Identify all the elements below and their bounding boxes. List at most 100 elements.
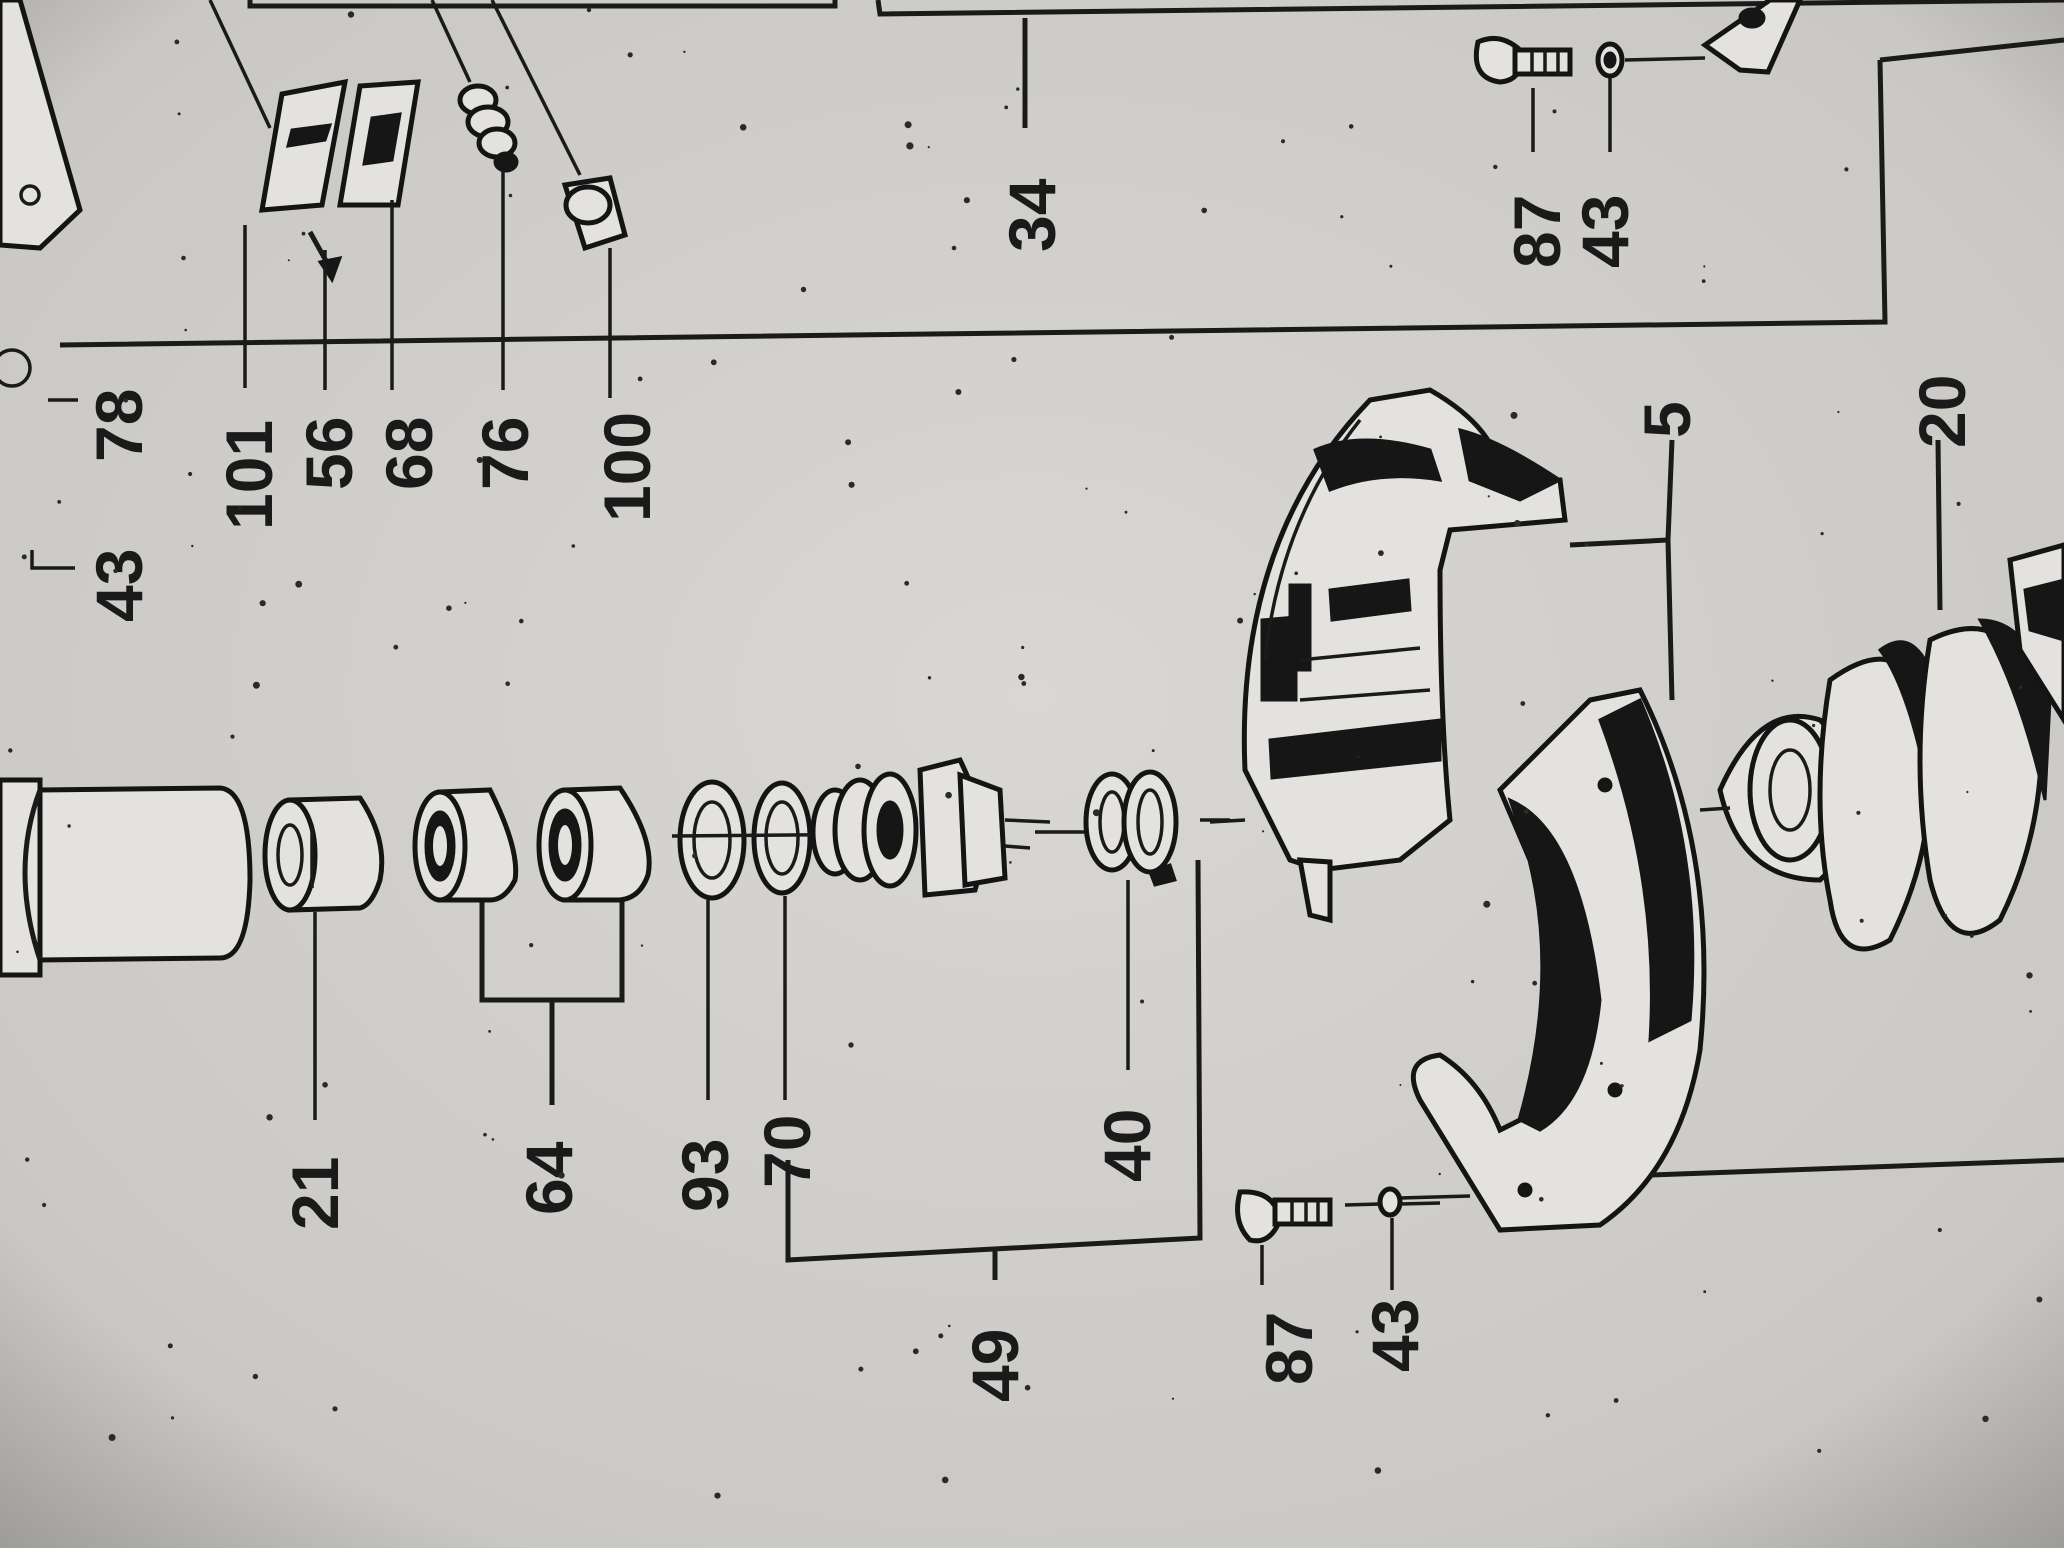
speck [692, 853, 698, 859]
label-21: 21 [278, 1157, 352, 1230]
speck [904, 121, 912, 129]
label-93: 93 [668, 1139, 742, 1212]
washer-93 [677, 779, 747, 1100]
label-87-top: 87 [1500, 195, 1574, 268]
label-87-bottom: 87 [1252, 1312, 1326, 1385]
fitting-76 [430, 0, 519, 390]
speck [739, 124, 747, 131]
speck [1018, 673, 1025, 681]
label-20: 20 [1905, 375, 1979, 448]
speck [1701, 279, 1706, 283]
speck [586, 7, 592, 13]
paper-specks [8, 7, 2043, 1499]
speck [301, 231, 306, 236]
speck [683, 50, 686, 53]
bracket-49 [785, 859, 1203, 1280]
speck [1470, 979, 1475, 984]
label-78: 78 [82, 389, 156, 462]
speck [332, 1406, 338, 1412]
speck [1021, 645, 1025, 650]
speck [519, 618, 524, 624]
speck [123, 398, 129, 403]
label-49: 49 [958, 1329, 1032, 1402]
speck [1253, 592, 1256, 596]
speck [529, 943, 534, 948]
speck [1357, 755, 1360, 758]
speck [1355, 1330, 1359, 1334]
speck [505, 85, 510, 90]
speck [1513, 520, 1521, 527]
speck [927, 146, 930, 149]
speck [8, 748, 13, 753]
speck [1004, 105, 1009, 110]
speck [1937, 1227, 1942, 1233]
speck [714, 1492, 721, 1499]
speck [170, 1416, 175, 1420]
speck [347, 11, 355, 18]
speck [57, 500, 62, 504]
speck [25, 1157, 30, 1162]
label-70: 70 [750, 1115, 824, 1188]
speck [1294, 571, 1298, 576]
speck [295, 580, 303, 588]
speck [393, 644, 399, 650]
label-68: 68 [372, 417, 446, 490]
speck [2019, 685, 2023, 690]
rating-plates [258, 78, 421, 284]
speck [67, 824, 71, 828]
speck [941, 1476, 949, 1484]
speck [1613, 1398, 1619, 1403]
bearing-64b [536, 785, 652, 903]
speck [252, 681, 260, 689]
speck [287, 259, 290, 262]
ring-70 [751, 780, 813, 1100]
speck [1124, 510, 1128, 514]
speck [1944, 914, 1948, 917]
housing-lower [1399, 687, 1707, 1233]
speck [1856, 810, 1861, 815]
speck [177, 112, 181, 116]
upper-box-outlines [59, 0, 2064, 348]
speck [1982, 1415, 1989, 1423]
label-56: 56 [292, 417, 366, 490]
label-34: 34 [995, 178, 1069, 252]
bolt-87-bottom [1235, 1189, 1333, 1285]
speck [505, 681, 511, 686]
speck [113, 568, 118, 574]
speck [912, 1348, 919, 1355]
speck [1262, 830, 1265, 833]
speck [1024, 1384, 1031, 1391]
speck [558, 1172, 565, 1179]
motor-shaft [0, 777, 253, 978]
speck [266, 1114, 273, 1121]
lower-rim-line [1649, 1157, 2064, 1178]
washer-43-top [1595, 41, 1706, 152]
speck [108, 1434, 116, 1441]
seal-assembly [810, 757, 1100, 898]
speck [1532, 980, 1538, 986]
speck [1140, 999, 1145, 1004]
speck [1348, 124, 1354, 129]
speck [1820, 532, 1824, 536]
speck [1703, 1290, 1707, 1294]
speck [571, 544, 576, 548]
speck [483, 1132, 487, 1137]
speck [1171, 1397, 1175, 1400]
speck [1374, 1467, 1382, 1474]
speck [848, 1042, 854, 1048]
speck [1021, 681, 1027, 686]
speck [184, 328, 187, 332]
speck [1487, 495, 1490, 498]
speck [238, 507, 242, 511]
speck [855, 763, 861, 770]
speck [945, 791, 952, 799]
bolt-87-top [1473, 35, 1573, 152]
speck [1281, 139, 1285, 144]
speck [800, 286, 807, 293]
speck [963, 197, 971, 204]
speck [1771, 679, 1774, 682]
speck [1151, 749, 1155, 753]
speck [1092, 809, 1100, 817]
